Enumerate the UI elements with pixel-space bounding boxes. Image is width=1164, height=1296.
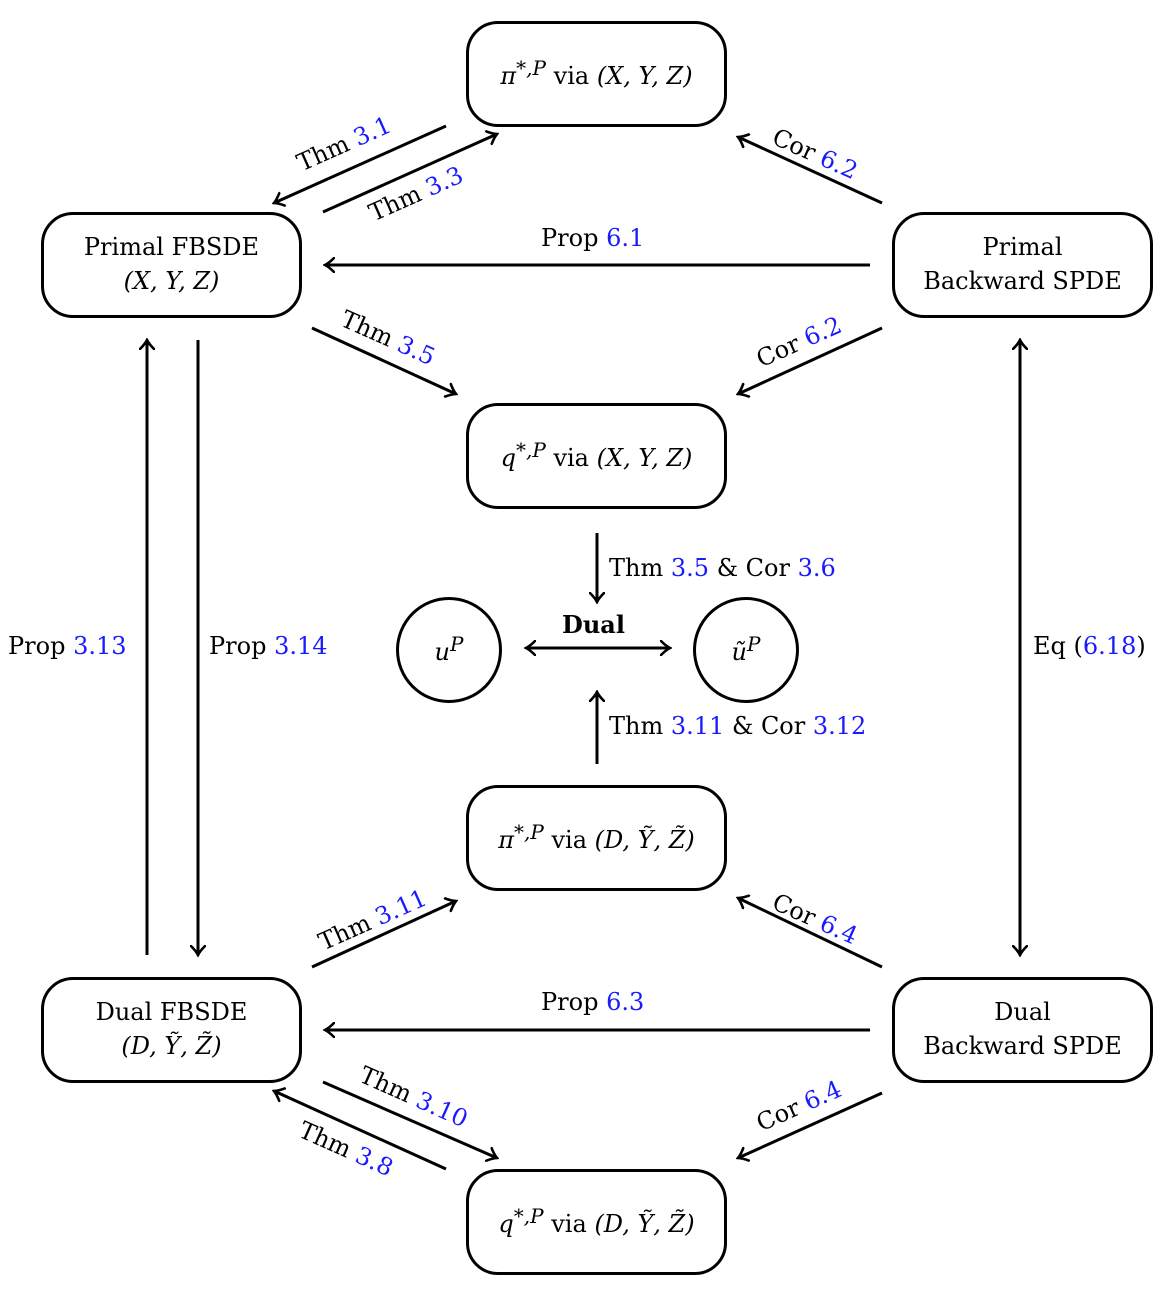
node-subtitle: Backward SPDE <box>923 267 1122 295</box>
node-title: Dual FBSDE <box>95 998 248 1027</box>
arrow-thm310 <box>322 1080 497 1158</box>
label-kind: Prop <box>541 988 599 1016</box>
arrow-thm31 <box>274 124 447 203</box>
label-amp: & Cor <box>731 712 806 740</box>
dual-text: Dual <box>562 610 625 639</box>
node-dual-fbsde: Dual FBSDE (D, Ỹ, Z̃) <box>41 977 302 1083</box>
u-tilde-symbol: ũ <box>731 638 747 667</box>
label-prop63: Prop 6.3 <box>541 988 644 1016</box>
ref-link[interactable]: 3.14 <box>274 632 328 660</box>
ref-link[interactable]: 6.18 <box>1082 632 1137 660</box>
paren-close: ) <box>1136 632 1146 660</box>
arrow-thm38 <box>274 1091 447 1171</box>
paren-open: ( <box>1073 632 1083 660</box>
ref-link[interactable]: 3.5 <box>670 554 710 582</box>
node-dual-spde: Dual Backward SPDE <box>892 977 1153 1083</box>
node-title: Primal <box>982 233 1063 262</box>
pi-symbol: π <box>498 826 514 855</box>
node-primal-fbsde: Primal FBSDE (X, Y, Z) <box>41 212 302 318</box>
q-symbol: q <box>500 444 516 473</box>
label-dual: Dual <box>562 610 625 639</box>
label-amp: & Cor <box>716 554 790 582</box>
args: (D, Ỹ, Z̃) <box>594 1210 695 1239</box>
ref-link[interactable]: 3.13 <box>73 632 127 660</box>
label-kind: Thm <box>609 554 664 582</box>
args: (X, Y, Z) <box>596 444 693 473</box>
node-u-tilde: ũP <box>693 597 799 703</box>
args: (D, Ỹ, Z̃) <box>594 826 695 855</box>
node-q-dyz: q*,P via (D, Ỹ, Z̃) <box>466 1169 727 1275</box>
superscript: *,P <box>515 438 546 463</box>
arrow-thm33 <box>322 134 497 214</box>
ref-link[interactable]: 3.6 <box>797 554 836 582</box>
superscript: *,P <box>516 56 546 81</box>
label-thm35cor36: Thm 3.5 & Cor 3.6 <box>609 554 836 582</box>
node-pi-xyz: π*,P via (X, Y, Z) <box>466 21 727 127</box>
label-kind: Prop <box>209 632 267 660</box>
node-title: Dual <box>994 998 1051 1027</box>
node-pi-dyz: π*,P via (D, Ỹ, Z̃) <box>466 785 727 891</box>
ref-link[interactable]: 6.1 <box>606 224 645 252</box>
label-kind: Prop <box>541 224 599 252</box>
via-text: via <box>551 1210 587 1239</box>
arrow-thm311 <box>311 901 456 969</box>
arrow-thm35 <box>311 326 456 394</box>
args: (X, Y, Z) <box>596 62 693 91</box>
label-kind: Prop <box>8 632 66 660</box>
u-symbol: u <box>434 638 450 667</box>
label-prop313: Prop 3.13 <box>8 632 127 660</box>
superscript: *,P <box>513 820 544 845</box>
label-eq618: Eq (6.18) <box>1033 632 1146 660</box>
ref-link[interactable]: 3.12 <box>812 712 867 740</box>
arrow-cor62a <box>738 137 883 205</box>
superscript: P <box>747 632 761 657</box>
node-title: Primal FBSDE <box>83 233 260 262</box>
label-kind: Thm <box>609 712 664 740</box>
label-kind: Eq <box>1033 632 1066 660</box>
superscript: P <box>450 632 464 657</box>
via-text: via <box>551 826 587 855</box>
via-text: via <box>553 444 589 473</box>
pi-symbol: π <box>500 62 517 91</box>
superscript: *,P <box>513 1204 544 1229</box>
node-primal-spde: Primal Backward SPDE <box>892 212 1153 318</box>
label-prop61: Prop 6.1 <box>541 224 644 252</box>
node-args: (D, Ỹ, Z̃) <box>121 1032 222 1060</box>
q-symbol: q <box>498 1210 514 1239</box>
node-subtitle: Backward SPDE <box>923 1032 1122 1060</box>
arrow-cor62b <box>738 326 883 394</box>
arrow-cor64a <box>738 898 883 969</box>
ref-link[interactable]: 6.3 <box>606 988 645 1016</box>
via-text: via <box>553 62 590 91</box>
label-prop314: Prop 3.14 <box>209 632 328 660</box>
arrow-cor64b <box>738 1091 883 1158</box>
ref-link[interactable]: 3.11 <box>670 712 725 740</box>
node-args: (X, Y, Z) <box>123 267 220 295</box>
node-u: uP <box>396 597 502 703</box>
label-thm311cor312: Thm 3.11 & Cor 3.12 <box>609 712 866 740</box>
node-q-xyz: q*,P via (X, Y, Z) <box>466 403 727 509</box>
